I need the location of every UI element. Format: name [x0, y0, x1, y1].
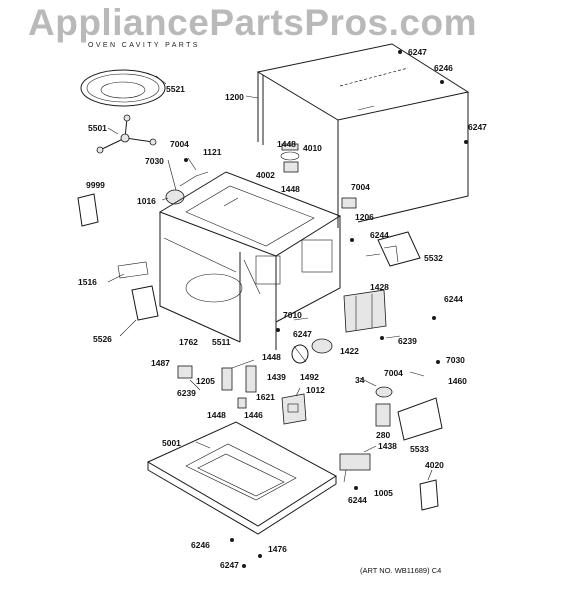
part-label: 6244: [370, 230, 389, 240]
part-label: 6247: [293, 329, 312, 339]
part-label: 34: [355, 375, 365, 385]
part-label: 7030: [145, 156, 164, 166]
part-label: 6247: [408, 47, 427, 57]
watermark: AppliancePartsPros.com: [28, 2, 477, 43]
base-plate: [146, 421, 337, 535]
cavity-bracket: [117, 261, 149, 279]
part-label: 5532: [424, 253, 443, 263]
part-label: 5533: [410, 444, 429, 454]
part-label: 5521: [166, 84, 185, 94]
capacitor: [375, 386, 393, 427]
part-label: 6247: [220, 560, 239, 570]
part-label: 5526: [93, 334, 112, 344]
diagram-subtitle: OVEN CAVITY PARTS: [88, 42, 200, 49]
part-label: 1422: [340, 346, 359, 356]
turntable-tray: [80, 69, 166, 107]
label-plate: [77, 193, 99, 227]
part-label: 7004: [351, 182, 370, 192]
part-label: 1448: [262, 352, 281, 362]
part-label: 7004: [170, 139, 189, 149]
part-label: 1439: [267, 372, 286, 382]
oven-cavity: [158, 171, 342, 350]
part-label: 1012: [306, 385, 325, 395]
part-label: 7030: [446, 355, 465, 365]
part-label: 1448: [207, 410, 226, 420]
part-label: 1762: [179, 337, 198, 347]
part-label: 1005: [374, 488, 393, 498]
part-label: 1621: [256, 392, 275, 402]
side-cover: [131, 285, 159, 321]
part-label: 1200: [225, 92, 244, 102]
part-label: 1516: [78, 277, 97, 287]
mount-bracket: [419, 479, 439, 511]
part-label: 7004: [384, 368, 403, 378]
part-label: 7010: [283, 310, 302, 320]
part-label: 5501: [88, 123, 107, 133]
part-label: 6239: [398, 336, 417, 346]
art-number: (ART NO. WB11689) C4: [360, 566, 442, 575]
screws: [184, 50, 468, 568]
capacitor-bracket: [397, 397, 443, 441]
part-label: 1121: [203, 147, 222, 157]
part-label: 1205: [196, 376, 215, 386]
hv-capacitor: [339, 453, 371, 483]
part-label: 1446: [244, 410, 263, 420]
part-label: 280: [376, 430, 391, 440]
part-label: 4020: [425, 460, 444, 470]
part-label: 6247: [468, 122, 487, 132]
part-label: 1460: [448, 376, 467, 386]
part-label: 1016: [137, 196, 156, 206]
part-label: 6246: [434, 63, 453, 73]
thermal-cutout: [341, 197, 357, 209]
part-label: 6246: [191, 540, 210, 550]
leader-lines: [107, 75, 433, 481]
outer-case: [256, 43, 470, 228]
part-label: 1428: [370, 282, 389, 292]
part-label: 1438: [378, 441, 397, 451]
part-label: 5511: [212, 337, 231, 347]
part-label: 6244: [444, 294, 463, 304]
part-label: 6239: [177, 388, 196, 398]
part-label: 1492: [300, 372, 319, 382]
part-label: 1448: [281, 184, 300, 194]
part-label: 1206: [355, 212, 374, 222]
roller-support: [96, 114, 157, 154]
part-label: 4010: [303, 143, 322, 153]
part-label: 6244: [348, 495, 367, 505]
transformer: [343, 289, 387, 333]
part-label: 1448: [277, 139, 296, 149]
part-label: 4002: [256, 170, 275, 180]
magnetron: [281, 393, 307, 425]
hinge-assembly: [280, 143, 300, 173]
part-label: 5001: [162, 438, 181, 448]
part-label: 1487: [151, 358, 170, 368]
part-label: 9999: [86, 180, 105, 190]
fan-motor: [291, 338, 333, 364]
part-label: 1476: [268, 544, 287, 554]
fan-shroud: [377, 231, 421, 267]
interlock-switches: [177, 365, 257, 409]
